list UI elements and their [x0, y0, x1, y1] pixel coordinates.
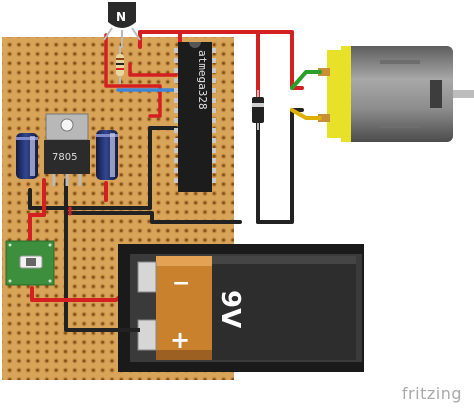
capacitor-left: [16, 133, 38, 179]
chip-pin: [174, 98, 178, 103]
resistor: [116, 46, 124, 84]
diode: [252, 90, 264, 130]
black-wire: [28, 188, 152, 210]
chip-pin: [174, 48, 178, 53]
chip-pin: [212, 78, 216, 83]
red-wire: [28, 178, 46, 247]
motor-wires: [290, 70, 322, 120]
atmega-chip: atmega328: [174, 42, 216, 192]
chip-pin: [212, 168, 216, 173]
chip-label: atmega328: [196, 50, 209, 110]
green-wire: [290, 70, 322, 90]
chip-pin: [174, 138, 178, 143]
chip-pin: [212, 108, 216, 113]
battery-minus-label: −: [172, 271, 190, 296]
chip-pin: [212, 118, 216, 123]
chip-pin: [212, 148, 216, 153]
chip-pin: [212, 58, 216, 63]
voltage-regulator: 7805: [44, 113, 90, 186]
chip-pin: [212, 98, 216, 103]
transistor-label: N: [116, 10, 126, 24]
chip-pin: [174, 178, 178, 183]
chip-pin: [174, 148, 178, 153]
battery-plus-label: +: [170, 326, 190, 354]
chip-pin: [212, 138, 216, 143]
chip-pin: [174, 88, 178, 93]
red-wire: [104, 33, 162, 118]
battery-voltage-label: 9V: [215, 290, 245, 328]
red-wire: [138, 30, 304, 90]
chip-pin: [174, 118, 178, 123]
black-wire: [256, 108, 304, 224]
fritzing-watermark: fritzing: [401, 384, 462, 403]
capacitor-right: [96, 130, 118, 180]
chip-pin: [212, 128, 216, 133]
chip-pin: [174, 158, 178, 163]
transistor: N: [103, 2, 141, 48]
chip-pin: [174, 78, 178, 83]
battery-9v: − + 9V: [118, 244, 364, 372]
black-wire: [148, 126, 178, 210]
chip-pin: [212, 158, 216, 163]
chip-pin: [212, 88, 216, 93]
chip-pin: [212, 178, 216, 183]
chip-pin: [212, 68, 216, 73]
chip-pin: [174, 168, 178, 173]
chip-pin: [174, 128, 178, 133]
chip-pin: [174, 108, 178, 113]
dc-motor: [318, 46, 474, 142]
red-wire: [128, 62, 178, 77]
chip-pin: [174, 68, 178, 73]
regulator-label: 7805: [52, 152, 77, 163]
chip-pin: [174, 58, 178, 63]
black-wire: [64, 178, 242, 224]
chip-pin: [212, 48, 216, 53]
switch: [5, 240, 55, 286]
wires: [28, 30, 304, 332]
yellow-wire: [290, 108, 322, 120]
